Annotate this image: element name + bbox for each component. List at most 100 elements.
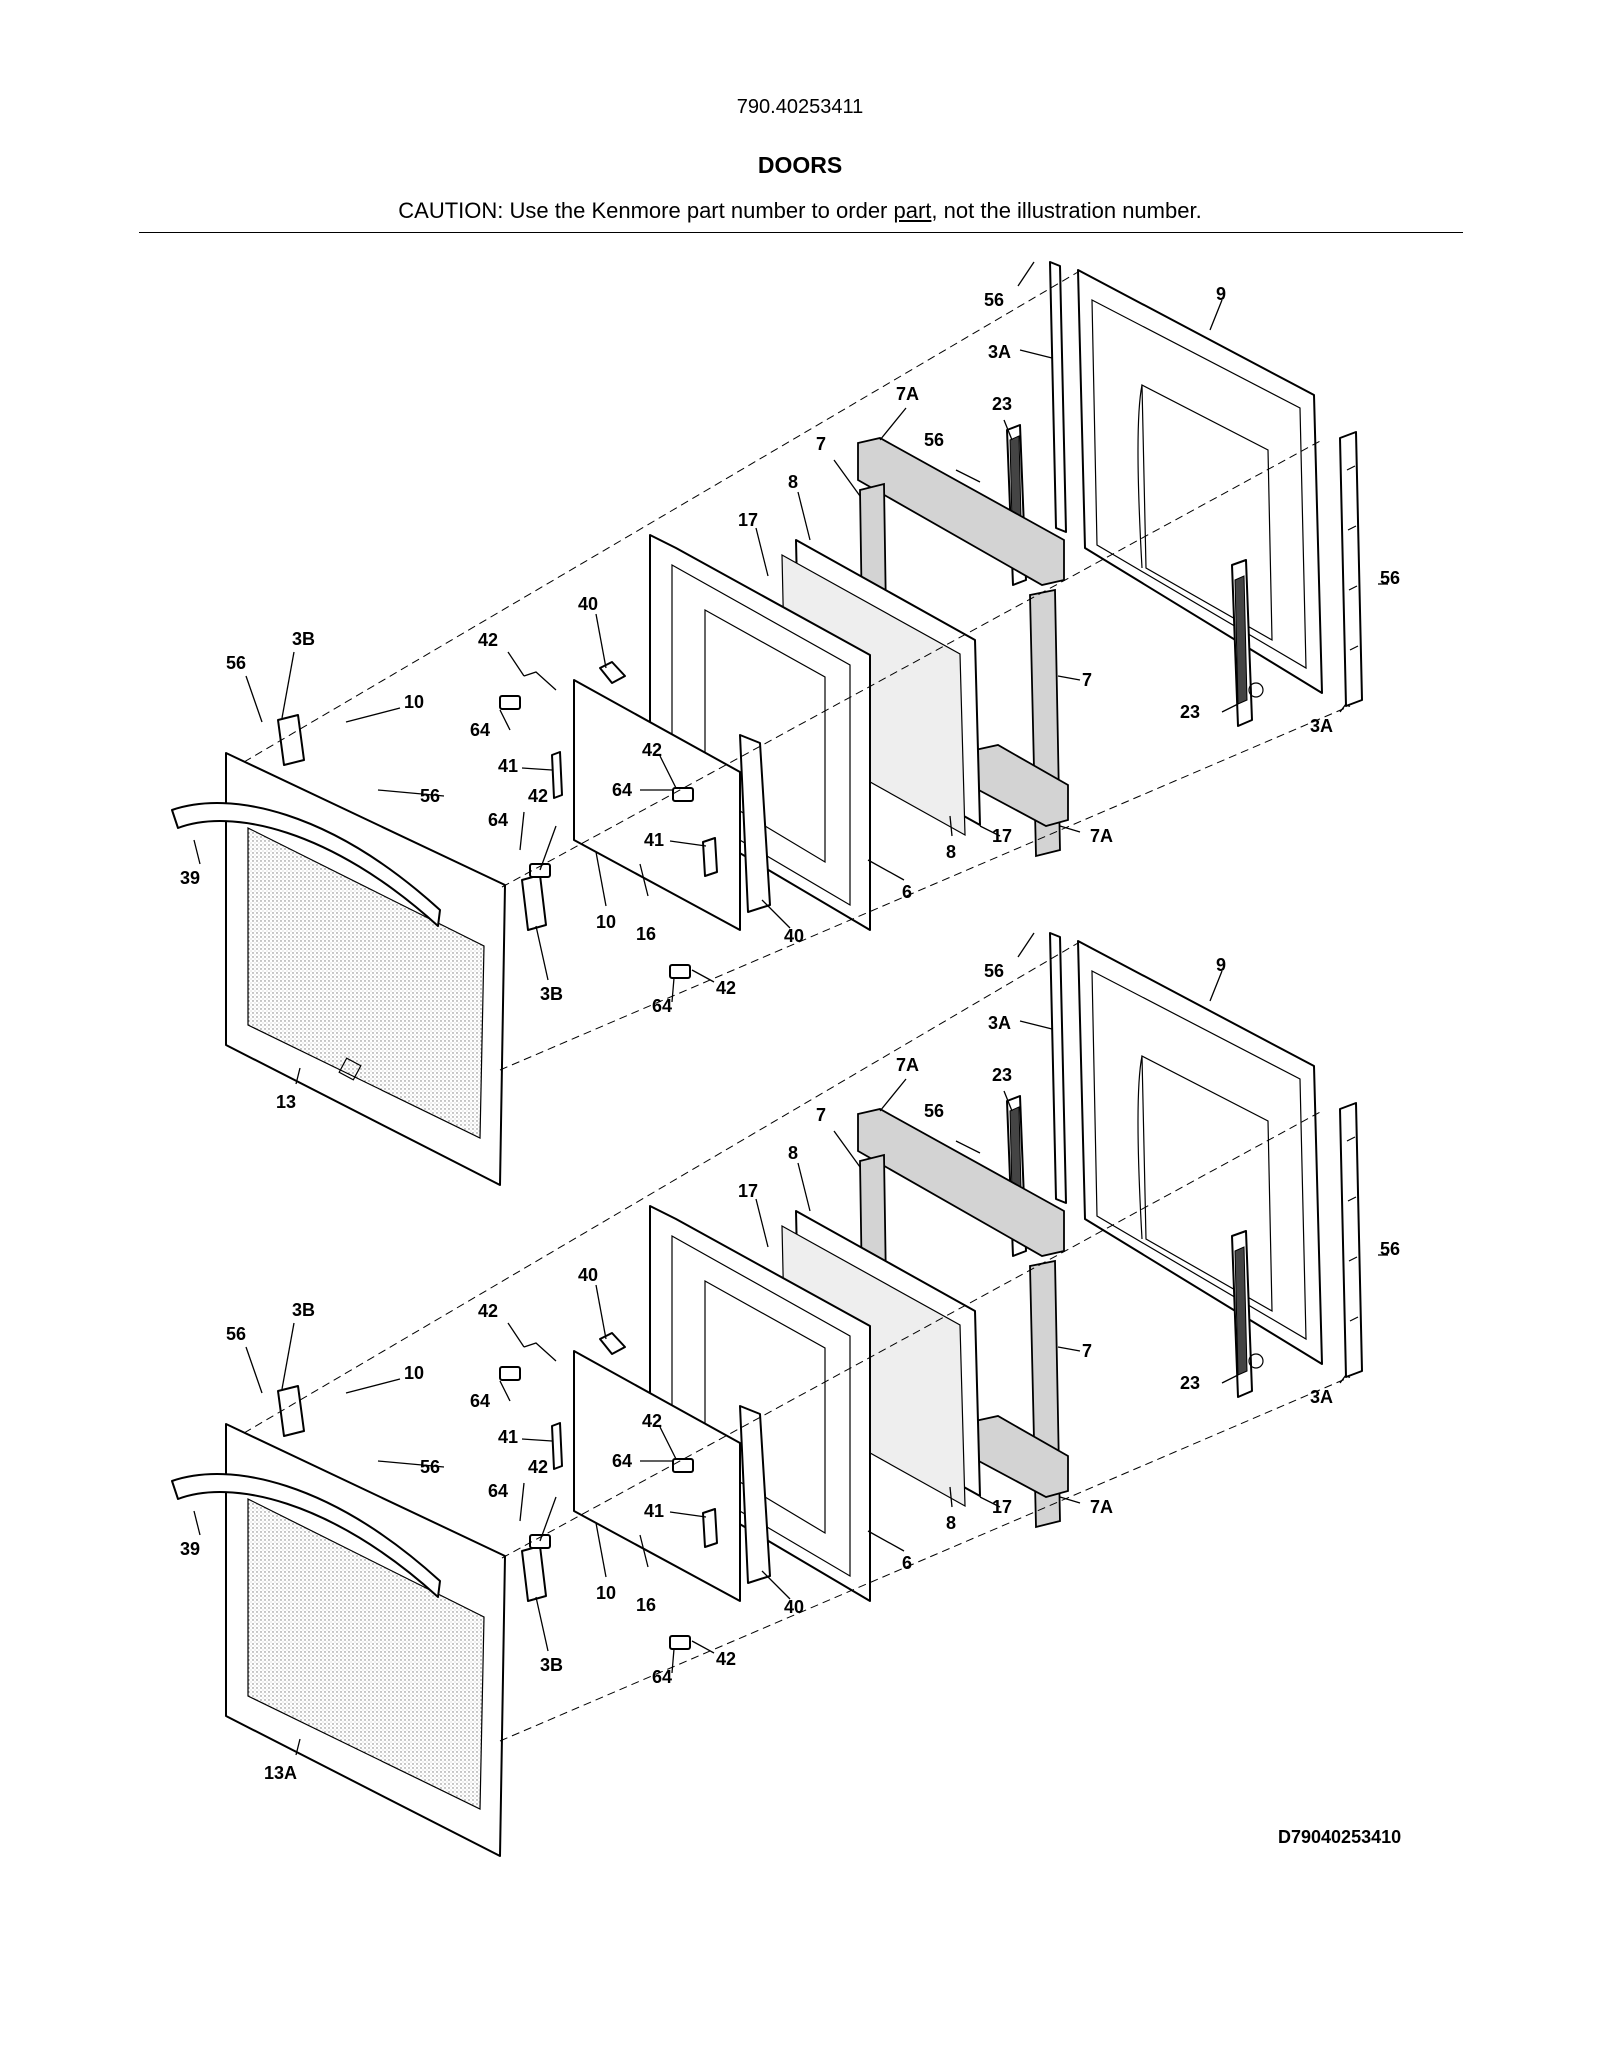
clip-64-c: [529, 1534, 551, 1549]
inner-glass-16: [573, 1350, 741, 1602]
callout-label: 40: [578, 1265, 598, 1285]
bracket-40-top: [599, 661, 626, 684]
callout-label: 10: [404, 1363, 424, 1383]
callout-label: 3A: [988, 342, 1011, 362]
callout-label: 17: [992, 1497, 1012, 1517]
callout-label: 64: [470, 720, 490, 740]
callout-label: 3B: [540, 984, 563, 1004]
callout-label: 41: [498, 756, 518, 776]
callout-label: 13A: [264, 1763, 297, 1783]
callout-label: 64: [488, 810, 508, 830]
callout-label: 56: [984, 290, 1004, 310]
callout-label: 40: [784, 1597, 804, 1617]
callout-label: 8: [946, 842, 956, 862]
clip-64-d: [669, 964, 691, 979]
callout-label: 40: [784, 926, 804, 946]
callout-label: 17: [738, 510, 758, 530]
spacer-41-a: [551, 1422, 563, 1470]
door-labels: 56 9 3A 7A 23 56 7 8 17 56 40 42 3B 56 1…: [180, 284, 1400, 1112]
callout-label: 39: [180, 868, 200, 888]
strip-3a-right: [1339, 431, 1363, 707]
hinge-lower: [1231, 559, 1264, 727]
callout-label: 16: [636, 1595, 656, 1615]
leader-lines: [193, 261, 1388, 1085]
callout-label: 7A: [1090, 1497, 1113, 1517]
callout-label: 7: [1082, 1341, 1092, 1361]
callout-label: 42: [528, 1457, 548, 1477]
callout-label: 3A: [988, 1013, 1011, 1033]
callout-label: 56: [1380, 1239, 1400, 1259]
header-rule: [139, 232, 1463, 233]
callout-label: 41: [644, 830, 664, 850]
callout-label: 3B: [292, 629, 315, 649]
callout-label: 42: [478, 1301, 498, 1321]
callout-label: 7: [816, 1105, 826, 1125]
callout-label: 56: [226, 653, 246, 673]
hinge-lower: [1231, 1230, 1264, 1398]
inner-glass-16: [573, 679, 741, 931]
callout-label: 17: [992, 826, 1012, 846]
clip-64-b: [672, 1458, 694, 1473]
dashed-alignment-lines: [243, 942, 1351, 1742]
callout-label: 64: [652, 996, 672, 1016]
insulation-7a-top: [857, 1108, 1065, 1257]
callout-label: 7: [816, 434, 826, 454]
callout-label: 6: [902, 882, 912, 902]
spacer-41-b: [702, 837, 718, 877]
callout-label: 6: [902, 1553, 912, 1573]
door-labels: 56 9 3A 7A 23 56 7 8 17 56 40 42 3B 56 1…: [180, 955, 1400, 1783]
end-cap-3b-right: [521, 1545, 547, 1602]
callout-label: 64: [612, 780, 632, 800]
callout-label: 41: [644, 1501, 664, 1521]
strip-3a-left: [1049, 932, 1067, 1204]
caution-note: CAUTION: Use the Kenmore part number to …: [0, 198, 1600, 224]
callout-label: 10: [404, 692, 424, 712]
callout-label: 9: [1216, 955, 1226, 975]
callout-label: 8: [946, 1513, 956, 1533]
hinge-receiver-42: [523, 1342, 557, 1362]
end-cap-3b-left: [277, 1385, 305, 1437]
callout-label: 3A: [1310, 716, 1333, 736]
callout-label: 56: [984, 961, 1004, 981]
bracket-40-side: [739, 734, 771, 913]
callout-label: 16: [636, 924, 656, 944]
inner-door-liner: [1077, 269, 1323, 694]
diagram-id: D79040253410: [1278, 1827, 1402, 1847]
callout-label: 56: [226, 1324, 246, 1344]
bracket-40-top: [599, 1332, 626, 1355]
callout-label: 7A: [896, 384, 919, 404]
callout-label: 42: [642, 1411, 662, 1431]
callout-label: 41: [498, 1427, 518, 1447]
callout-label: 56: [1380, 568, 1400, 588]
callout-label: 56: [420, 1457, 440, 1477]
outer-door-13: [171, 752, 506, 1186]
callout-label: 64: [612, 1451, 632, 1471]
callout-label: 10: [596, 912, 616, 932]
door-parts-art: [171, 932, 1388, 1857]
door-parts-art: [171, 261, 1388, 1186]
callout-label: 23: [1180, 702, 1200, 722]
callout-label: 64: [470, 1391, 490, 1411]
inner-door-liner: [1077, 940, 1323, 1365]
upper-door-assembly: 56 9 3A 7A 23 56 7 8 17 56 40 42 3B 56 1…: [171, 261, 1400, 1186]
dashed-alignment-lines: [243, 271, 1351, 1071]
callout-label: 3B: [292, 1300, 315, 1320]
callout-label: 42: [478, 630, 498, 650]
callout-label: 40: [578, 594, 598, 614]
caution-text-before: CAUTION: Use the Kenmore part number to …: [398, 198, 894, 223]
end-cap-3b-left: [277, 714, 305, 766]
spacer-41-b: [702, 1508, 718, 1548]
callout-label: 23: [1180, 1373, 1200, 1393]
clip-64-b: [672, 787, 694, 802]
callout-label: 39: [180, 1539, 200, 1559]
leader-lines: [193, 932, 1388, 1756]
callout-label: 8: [788, 1143, 798, 1163]
clip-64-c: [529, 863, 551, 878]
callout-label: 64: [488, 1481, 508, 1501]
callout-label: 7A: [1090, 826, 1113, 846]
callout-label: 9: [1216, 284, 1226, 304]
callout-label: 42: [642, 740, 662, 760]
caution-part-word: part: [893, 198, 932, 223]
section-title: DOORS: [757, 152, 843, 178]
callout-label: 56: [924, 1101, 944, 1121]
